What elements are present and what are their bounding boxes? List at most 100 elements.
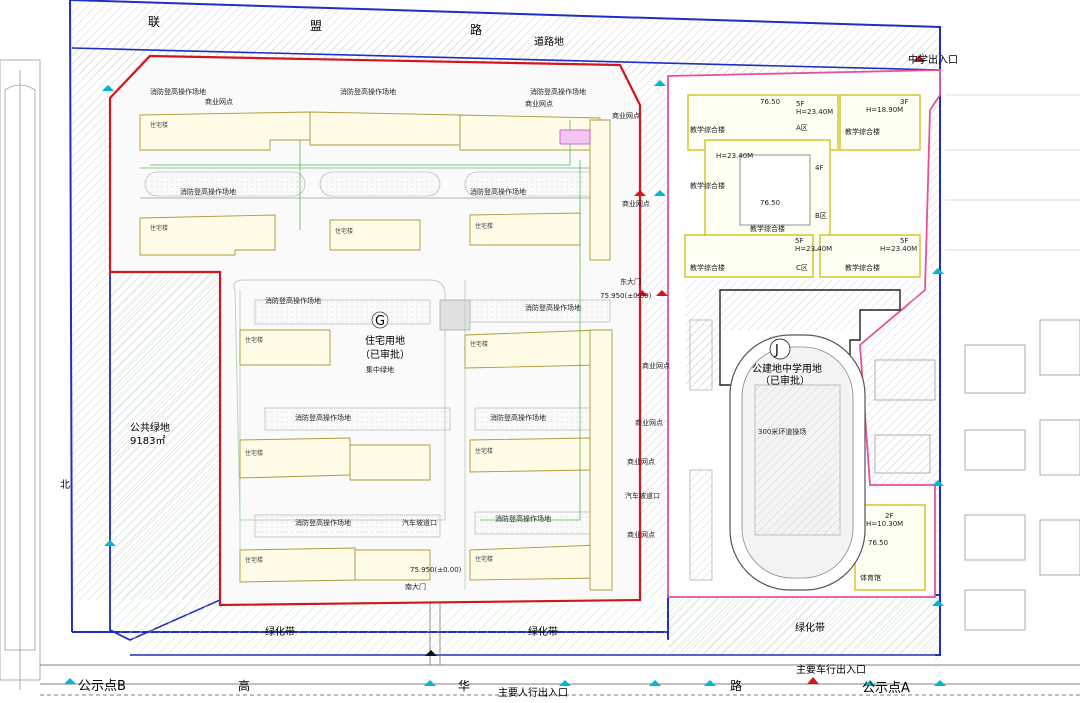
east-gate-label: 东大门 [620,277,641,286]
tower-label-10: 住宅楼 [475,555,493,563]
public-green-name: 公共绿地 [130,421,170,434]
residential-elevation-south: 75.950(±0.00) [410,566,462,574]
south-road-char-1: 高 [238,678,252,693]
tower-label-6: 住宅楼 [470,340,488,348]
green-belt-labels: 绿化带 绿化带 绿化带 [265,621,825,638]
residential-buildings [139,111,613,591]
floor-3: 4F [815,164,823,172]
parcel-labels: G 住宅用地 （已审批） 集中绿地 J 公建地中学用地 （已审批） 公共绿地 9… [130,314,822,447]
commercial-5: 商业网点 [642,361,670,370]
main-pedestrian-entrance-label: 主要人行出入口 [498,686,568,699]
north-road-char-2: 盟 [310,19,324,33]
school-elevation-1: 76.50 [760,98,780,106]
tower-label-5: 住宅楼 [245,336,263,344]
residential-labels: 75.950(±0.00) 75.950(±0.00) 汽车坡道口 汽车坡道口 … [150,87,670,574]
height-5: H=23.40M [880,245,917,253]
green-belt-west: 绿化带 [265,625,295,638]
floor-6: 2F [885,512,893,520]
school-elevation-3: 76.50 [868,539,888,547]
floor-2: 3F [900,98,908,106]
school-elevation-2: 76.50 [760,199,780,207]
ramp-label-east: 汽车坡道口 [625,491,660,500]
school-building-1: 教学综合楼 [690,125,725,134]
zone-c: C区 [796,264,808,272]
fire-area-3: 消防登高操作场地 [530,87,586,96]
school-building-3: 教学综合楼 [690,181,725,190]
zone-b: B区 [815,212,827,220]
parcel-g-letter: G [375,314,385,329]
fire-area-9: 消防登高操作场地 [490,413,546,422]
tower-label-8: 住宅楼 [475,447,493,455]
offsite-left [0,59,41,690]
commercial-2: 商业网点 [525,99,553,108]
fire-area-6: 消防登高操作场地 [265,296,321,305]
south-gate-label: 南大门 [405,582,426,591]
school-entrance-label: 中学出入口 [908,53,958,66]
fire-area-10: 消防登高操作场地 [295,518,351,527]
parcel-j [667,69,941,598]
road-labels: 联 盟 路 道路地 高 华 路 北 [60,15,744,693]
entrance-labels: 中学出入口 主要车行出入口 主要人行出入口 东大门 南大门 [405,53,958,699]
commercial-1: 商业网点 [205,97,233,106]
fire-area-11: 消防登高操作场地 [495,514,551,523]
public-green-area: 9183㎡ [130,435,165,447]
floor-5: 5F [900,237,908,245]
parcel-j-name: 公建地中学用地 [752,362,822,375]
fire-area-8: 消防登高操作场地 [295,413,351,422]
north-direction-label: 北 [60,479,70,491]
commercial-6: 商业网点 [635,418,663,427]
south-road-char-2: 华 [458,679,472,693]
announcement-point-b: 公示点B [78,679,126,694]
public-green-zone [109,271,221,641]
gym-label: 体育馆 [860,573,881,582]
fire-area-1: 消防登高操作场地 [150,87,206,96]
commercial-3: 商业网点 [612,111,640,120]
north-road-char-1: 联 [148,15,162,29]
entrance-markers [64,55,946,686]
south-road-char-3: 路 [730,678,744,693]
tower-label-7: 住宅楼 [245,449,263,457]
school-building-6: 教学综合楼 [845,263,880,272]
school-building-5: 教学综合楼 [690,263,725,272]
tower-label-9: 住宅楼 [245,556,263,564]
south-road [40,600,1080,696]
main-car-entrance-label: 主要车行出入口 [796,663,866,676]
tower-label-1: 住宅楼 [150,121,168,129]
commercial-8: 商业网点 [627,530,655,539]
green-belt-zones [130,597,938,656]
announcement-point-a: 公示点A [862,681,910,696]
height-4: H=23.40M [795,245,832,253]
green-belt-east: 绿化带 [795,621,825,634]
height-3: H=23.40M [716,152,753,160]
floor-1: 5F [796,100,804,108]
green-annotations [150,120,591,521]
track-label: 300米环道操场 [758,427,806,436]
zone-a: A区 [796,124,808,132]
floor-4: 5F [795,237,803,245]
parcel-g-name: 住宅用地 [365,334,405,347]
tower-label-2: 住宅楼 [150,224,168,232]
school-building-4: 教学综合楼 [750,224,785,233]
commercial-7: 商业网点 [627,457,655,466]
announcement-labels: 公示点B 公示点A [78,679,910,696]
fire-area-2: 消防登高操作场地 [340,87,396,96]
tower-label-4: 住宅楼 [475,222,493,230]
tower-label-3: 住宅楼 [335,227,353,235]
parcel-j-status: （已审批） [760,374,810,387]
parcel-j-letter: J [774,343,779,358]
height-2: H=18.90M [866,106,903,114]
fire-area-5: 消防登高操作场地 [470,187,526,196]
height-1: H=23.40M [796,108,833,116]
school-labels: 300米环道操场 教学综合楼 教学综合楼 教学综合楼 教学综合楼 教学综合楼 教… [690,98,917,582]
parcel-g-plaza: 集中绿地 [366,365,394,374]
green-belt-middle: 绿化带 [528,625,558,638]
commercial-4: 商业网点 [622,199,650,208]
parcel-g-status: （已审批） [360,348,410,361]
fire-area-7: 消防登高操作场地 [525,303,581,312]
fire-area-4: 消防登高操作场地 [180,187,236,196]
residential-elevation-east: 75.950(±0.00) [600,292,652,300]
height-6: H=10.30M [866,520,903,528]
ramp-label-south: 汽车坡道口 [402,518,437,527]
